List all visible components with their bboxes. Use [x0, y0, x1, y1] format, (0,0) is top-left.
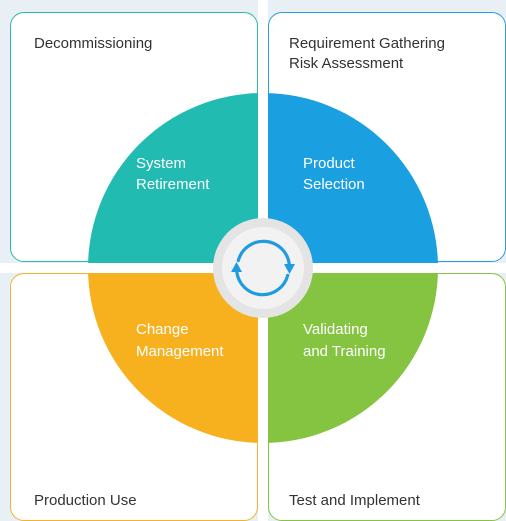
product-selection-line1: Product — [303, 155, 356, 172]
wheel-quadrant-change-management — [88, 268, 263, 443]
product-selection-line2: Selection — [303, 176, 365, 193]
refresh-arrowhead-left — [231, 262, 242, 272]
requirement-gathering-label: Requirement Gathering — [289, 35, 445, 52]
wheel-quadrant-validating-training — [263, 268, 438, 443]
risk-assessment-label: Risk Assessment — [289, 55, 404, 72]
validating-training-line2: and Training — [303, 343, 386, 360]
wheel-quadrant-system-retirement — [88, 93, 263, 268]
wheel-quadrant-product-selection — [263, 93, 438, 268]
system-retirement-line1: System — [136, 155, 186, 172]
test-and-implement-label: Test and Implement — [289, 492, 420, 509]
center-hub — [222, 227, 304, 309]
refresh-cycle-icon — [235, 239, 291, 297]
system-retirement-line2: Retirement — [136, 176, 210, 193]
validating-training-line1: Validating — [303, 321, 368, 338]
refresh-arrowhead-right — [284, 264, 295, 274]
production-use-label: Production Use — [34, 492, 137, 509]
change-management-line1: Change — [136, 321, 189, 338]
decommissioning-label: Decommissioning — [34, 35, 153, 52]
change-management-line2: Management — [136, 343, 224, 360]
